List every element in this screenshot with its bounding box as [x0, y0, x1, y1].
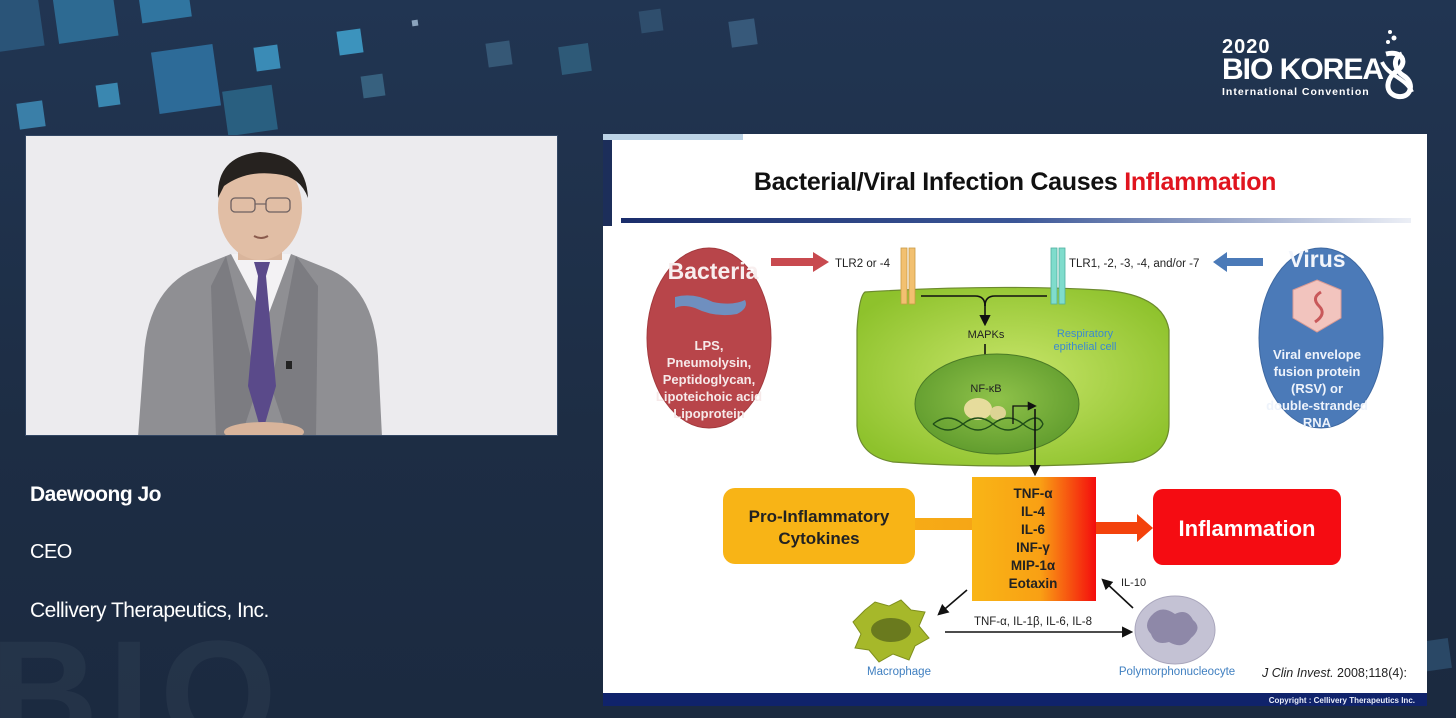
speaker-name: Daewoong Jo [30, 483, 162, 506]
logo-name: BIO KOREA [1222, 53, 1384, 86]
bg-square [0, 0, 45, 54]
receptor-left-label: TLR2 or -4 [835, 258, 891, 270]
pro-inflammatory-box [723, 488, 915, 564]
title-underline [621, 218, 1411, 223]
bg-square [95, 82, 121, 108]
virus-item: fusion protein [1274, 364, 1361, 379]
bacteria-ellipse [646, 247, 772, 429]
slide-footer-bar [603, 693, 1427, 706]
citation-details: 2008;118(4): [1333, 666, 1407, 680]
virus-ellipse [1258, 247, 1384, 429]
bacteria-item: Lipoteichoic acid [656, 389, 762, 404]
dna-logo-icon [1380, 30, 1414, 100]
citation-journal: J Clin Invest. [1262, 666, 1334, 680]
pro-inflammatory-line1: Pro-Inflammatory [749, 507, 890, 526]
cytokine-item: TNF-α [1013, 486, 1053, 501]
bg-square [728, 18, 758, 48]
slide-title: Bacterial/Viral Infection Causes Inflamm… [603, 168, 1427, 197]
inflammation-box-label: Inflammation [1179, 516, 1316, 541]
background-watermark: BIO [0, 618, 287, 718]
tlr-virus-receptor-icon [1050, 247, 1066, 305]
virus-items: Viral envelope fusion protein (RSV) or d… [1266, 347, 1368, 430]
slide-title-highlight: Inflammation [1124, 168, 1277, 196]
bacteria-item: Peptidoglycan, [663, 372, 755, 387]
bacterium-icon [675, 295, 746, 316]
bio-korea-logo: 2020 BIO KOREA International Convention [1222, 36, 1384, 98]
speaker-title: CEO [30, 541, 72, 563]
il10-label: IL-10 [1121, 577, 1146, 589]
cytokine-item: Eotaxin [1009, 576, 1058, 591]
bacteria-item: LPS, [695, 338, 724, 353]
virus-item: (RSV) or [1291, 381, 1343, 396]
slide-title-main: Bacterial/Viral Infection Causes [753, 168, 1125, 196]
citation: J Clin Invest. 2008;118(4): [1262, 666, 1407, 680]
pmn-label: Polymorphonucleocyte [1119, 666, 1235, 678]
cell-label-line2: epithelial cell [1054, 341, 1117, 353]
bg-square [336, 28, 364, 56]
virus-item: double-stranded [1266, 398, 1368, 413]
inflammation-diagram: Bacteria LPS, Pneumolysin, Peptidoglycan… [646, 246, 1384, 678]
nucleus [914, 353, 1080, 455]
cytokine-item: INF-γ [1016, 540, 1050, 555]
macrophage-to-pmn-label: TNF-α, IL-1β, IL-6, IL-8 [974, 616, 1092, 628]
pro-inflammatory-line2: Cytokines [778, 529, 859, 548]
bacteria-items: LPS, Pneumolysin, Peptidoglycan, Lipotei… [656, 338, 762, 421]
macrophage-label: Macrophage [867, 666, 931, 678]
virus-item: Viral envelope [1273, 347, 1361, 362]
bg-square [411, 19, 419, 27]
bg-square [558, 43, 592, 75]
cell-label-line1: Respiratory [1057, 328, 1114, 340]
cytokine-item: IL-6 [1021, 522, 1045, 537]
slide-top-accent [603, 134, 743, 140]
cytokine-item: MIP-1α [1011, 558, 1056, 573]
virus-arrow [1213, 252, 1263, 272]
logo-year: 2020 [1222, 36, 1271, 58]
nfkb-protein-icon [964, 398, 992, 420]
speaker-video[interactable] [25, 135, 558, 436]
bg-square [485, 40, 513, 68]
cytokine-list-box [972, 477, 1096, 601]
presentation-slide: Bacterial/Viral Infection Causes Inflamm… [603, 134, 1427, 706]
bacteria-item: Lipoprotein [673, 406, 745, 421]
inflammation-arrow [1096, 514, 1153, 542]
bg-square [150, 43, 222, 115]
bacteria-label: Bacteria [668, 258, 759, 284]
tlr2-receptor-icon [900, 247, 916, 305]
nfkb-label: NF-κB [970, 383, 1001, 395]
bg-square [138, 0, 192, 24]
bg-square [222, 84, 278, 137]
bg-square [638, 8, 664, 34]
cytokine-list: TNF-α IL-4 IL-6 INF-γ MIP-1α Eotaxin [1009, 486, 1058, 591]
inflammation-box [1153, 489, 1341, 565]
bg-square [253, 44, 281, 72]
speaker-organization: Cellivery Therapeutics, Inc. [30, 599, 269, 622]
logo-subtitle: International Convention [1222, 86, 1370, 98]
bg-square [360, 73, 386, 99]
bg-square [51, 0, 119, 44]
slide-left-accent [603, 140, 612, 226]
bacteria-item: Pneumolysin, [667, 355, 752, 370]
bacteria-arrow [771, 252, 829, 272]
mapks-label: MAPKs [968, 329, 1005, 341]
cytokine-item: IL-4 [1021, 504, 1045, 519]
bg-square [16, 100, 46, 130]
speaker-figure [26, 136, 557, 435]
virus-item: RNA [1303, 415, 1332, 430]
virus-label: Virus [1288, 246, 1345, 272]
receptor-right-label: TLR1, -2, -3, -4, and/or -7 [1069, 258, 1199, 270]
copyright-text: Copyright : Cellivery Therapeutics Inc. [1268, 696, 1415, 705]
